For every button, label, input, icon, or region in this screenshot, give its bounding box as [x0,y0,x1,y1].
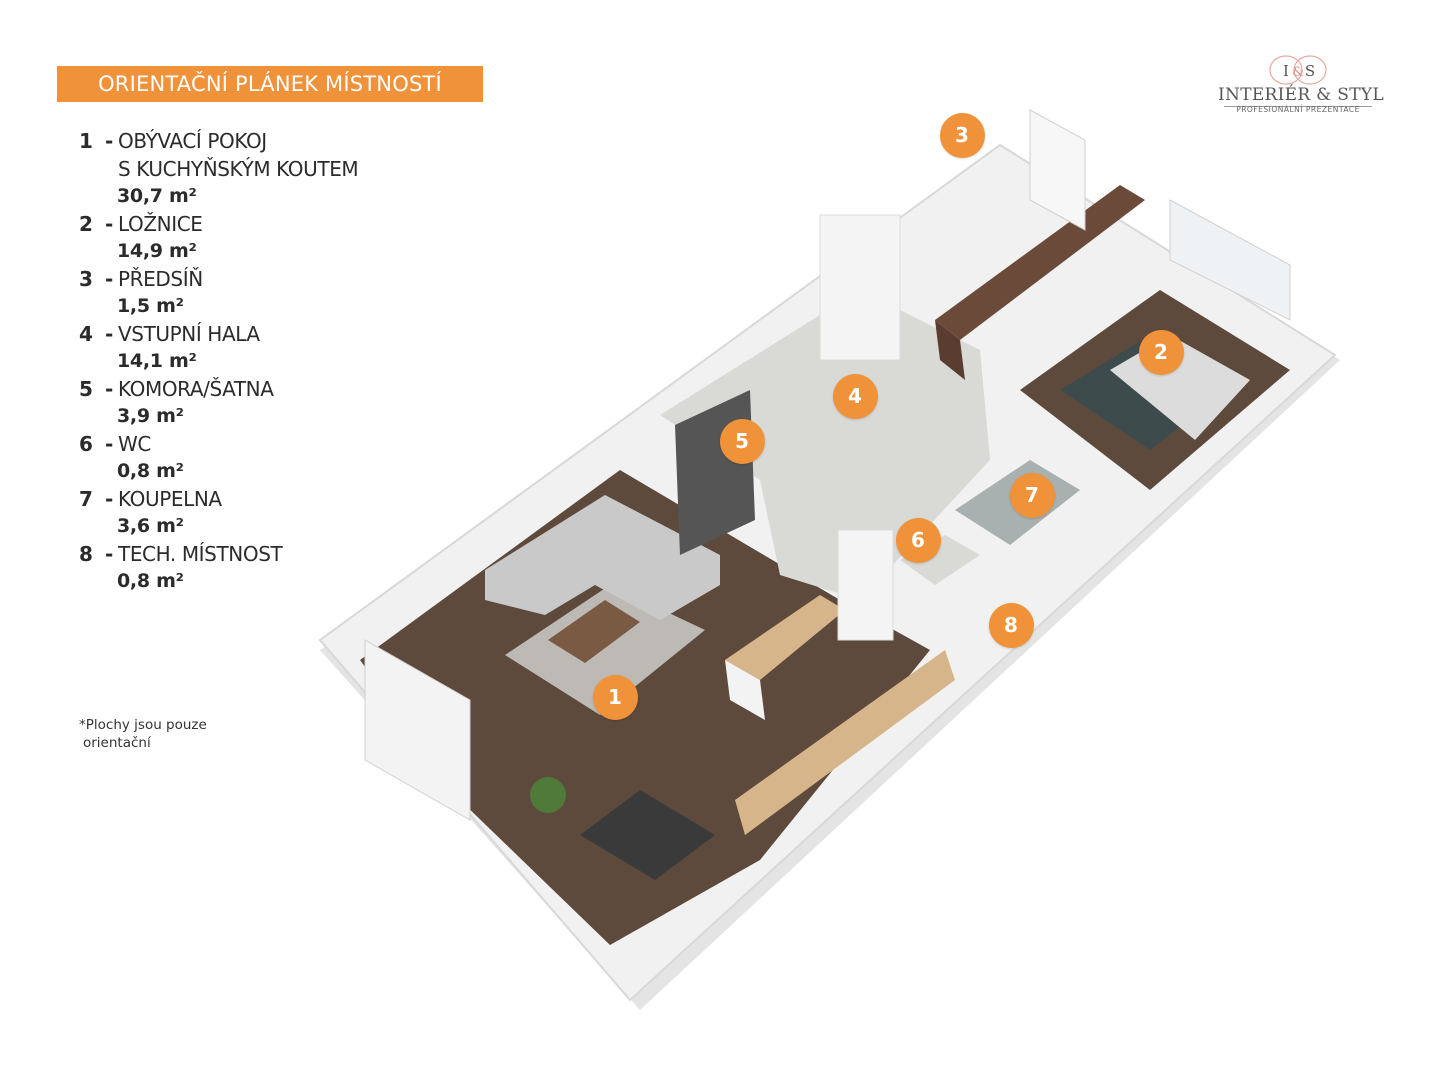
room-area: 3,6 m² [117,515,184,537]
legend-item-6: 6-WC 0,8 m² [79,431,399,486]
wc-floor [900,535,980,585]
legend-item-7: 7-KOUPELNA 3,6 m² [79,486,399,541]
room-name: LOŽNICE [118,211,203,236]
room-marker-6: 6 [895,517,941,563]
title-bar: ORIENTAČNÍ PLÁNEK MÍSTNOSTÍ [57,66,483,102]
logo-divider [1224,106,1372,107]
dash: - [105,541,114,566]
wardrobe [935,185,1145,340]
plant [530,777,566,813]
legend-item-5: 5-KOMORA/ŠATNA 3,9 m² [79,376,399,431]
room-name: KOUPELNA [118,486,222,511]
island-side [725,660,765,720]
room-marker-8: 8 [988,602,1034,648]
room-number: 5 [79,376,93,401]
floor-plan-illustration [318,109,1340,1010]
room-name: KOMORA/ŠATNA [118,376,274,401]
dash: - [105,486,114,511]
room-number: 1 [79,129,93,153]
room-marker-4: 4 [832,373,878,419]
room-name: OBÝVACÍ POKOJ [118,129,267,153]
room-marker-5: 5 [719,418,765,464]
room-marker-1: 1 [592,674,638,720]
room-area: 0,8 m² [117,570,184,592]
room-area: 3,9 m² [117,405,184,427]
room-number: 7 [79,486,93,511]
room-marker-3: 3 [939,112,985,158]
disclaimer-note: *Plochy jsou pouze orientační [79,716,207,752]
note-line-1: *Plochy jsou pouze [79,717,207,733]
kitchen-counter [735,650,955,835]
monogram-icon: I & S [1269,55,1327,85]
hall-cabinet [819,214,901,361]
room-name: TECH. MÍSTNOST [118,541,283,566]
room-area: 0,8 m² [117,460,184,482]
room-name: VSTUPNÍ HALA [118,321,260,346]
legend-item-4: 4-VSTUPNÍ HALA 14,1 m² [79,321,399,376]
dash: - [105,211,114,236]
rug [505,585,705,715]
living-window [364,639,471,821]
room-name: PŘEDSÍŇ [118,266,203,291]
room-name: WC [118,431,151,456]
room-area: 14,9 m² [117,240,197,262]
room-area: 30,7 m² [117,185,197,207]
sofa [485,495,720,620]
dash: - [105,376,114,401]
legend-item-8: 8-TECH. MÍSTNOST 0,8 m² [79,541,399,596]
page-title: ORIENTAČNÍ PLÁNEK MÍSTNOSTÍ [98,72,442,96]
logo-tagline: PROFESIONÁLNÍ PREZENTACE [1236,105,1360,114]
room-marker-7: 7 [1009,472,1055,518]
legend-item-1: 1-OBÝVACÍ POKOJ S KUCHYŇSKÝM KOUTEM 30,7… [79,128,399,211]
room-number: 3 [79,266,93,291]
legend-item-2: 2-LOŽNICE 14,9 m² [79,211,399,266]
legend-item-3: 3-PŘEDSÍŇ 1,5 m² [79,266,399,321]
dash: - [105,129,114,153]
logo-name: INTERIÉR & STYL [1218,85,1384,105]
room-number: 6 [79,431,93,456]
svg-text:I: I [1283,62,1289,80]
room-number: 8 [79,541,93,566]
svg-text:&: & [1292,65,1304,80]
dash: - [105,321,114,346]
room-marker-2: 2 [1138,329,1184,375]
room-number: 2 [79,211,93,236]
kitchen-island [725,595,845,680]
room-name-line2: S KUCHYŇSKÝM KOUTEM [118,156,359,181]
balcony-window [1169,199,1291,321]
entrance-door [1029,109,1086,231]
room-area: 14,1 m² [117,350,197,372]
note-line-2: orientační [83,735,151,751]
svg-text:S: S [1305,62,1315,80]
coffee-table [548,600,640,663]
dash: - [105,266,114,291]
brand-logo: I & S INTERIÉR & STYL PROFESIONÁLNÍ PREZ… [1218,52,1384,122]
fridge [837,529,894,641]
dining-table [580,790,715,880]
wardrobe-front [935,320,965,380]
dash: - [105,431,114,456]
room-legend: 1-OBÝVACÍ POKOJ S KUCHYŇSKÝM KOUTEM 30,7… [79,128,399,596]
room-number: 4 [79,321,93,346]
room-area: 1,5 m² [117,295,184,317]
